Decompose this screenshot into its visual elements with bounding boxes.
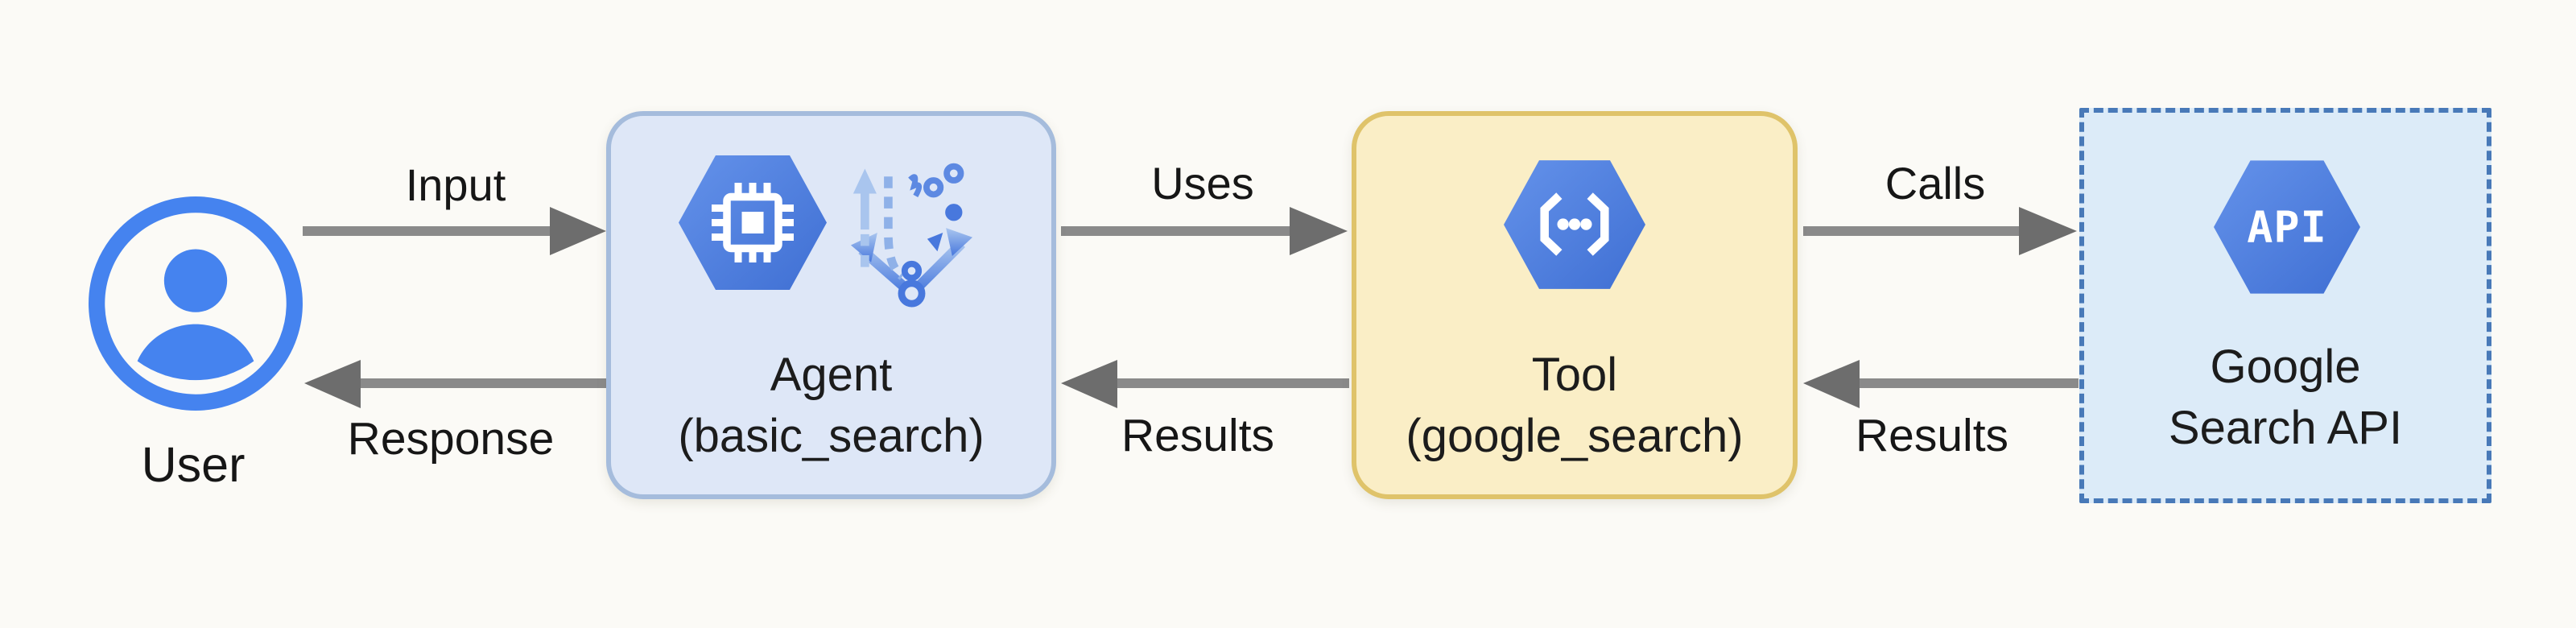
edge-label-calls: Calls (1885, 158, 1986, 209)
edge-label-results-api-to-tool: Results (1855, 410, 2009, 461)
cpu-hexagon-icon (679, 155, 827, 290)
user-node-label: User (141, 437, 246, 492)
tool-node-label: Tool (google_search) (1352, 345, 1798, 467)
arrow-calls (1803, 207, 2077, 255)
circuit-tree-icon (850, 163, 973, 308)
api-hexagon-text: API (2247, 201, 2326, 252)
api-node-label-line2: Search API (2168, 402, 2403, 454)
code-brackets-hexagon-icon (1504, 160, 1645, 289)
edge-label-input: Input (405, 159, 506, 210)
arrow-uses (1061, 207, 1348, 255)
arrow-response (304, 360, 606, 408)
api-node-label-line1: Google (2210, 341, 2361, 393)
tool-node-label-line2: (google_search) (1406, 410, 1744, 462)
agent-node-box (606, 111, 1056, 499)
agent-node-label: Agent (basic_search) (606, 345, 1056, 467)
user-icon (89, 196, 303, 411)
edge-label-response: Response (347, 413, 555, 465)
arrow-results-api-to-tool (1803, 360, 2079, 408)
edge-label-uses: Uses (1151, 158, 1254, 209)
edge-label-results-tool-to-agent: Results (1121, 410, 1275, 461)
arrow-results-tool-to-agent (1061, 360, 1349, 408)
api-node-label: Google Search API (2079, 337, 2491, 459)
arrow-input (303, 207, 606, 255)
agent-node-label-line1: Agent (770, 349, 893, 401)
api-hexagon-icon: API (2214, 160, 2360, 294)
tool-node-label-line1: Tool (1531, 349, 1618, 401)
agent-node-label-line2: (basic_search) (678, 410, 985, 462)
